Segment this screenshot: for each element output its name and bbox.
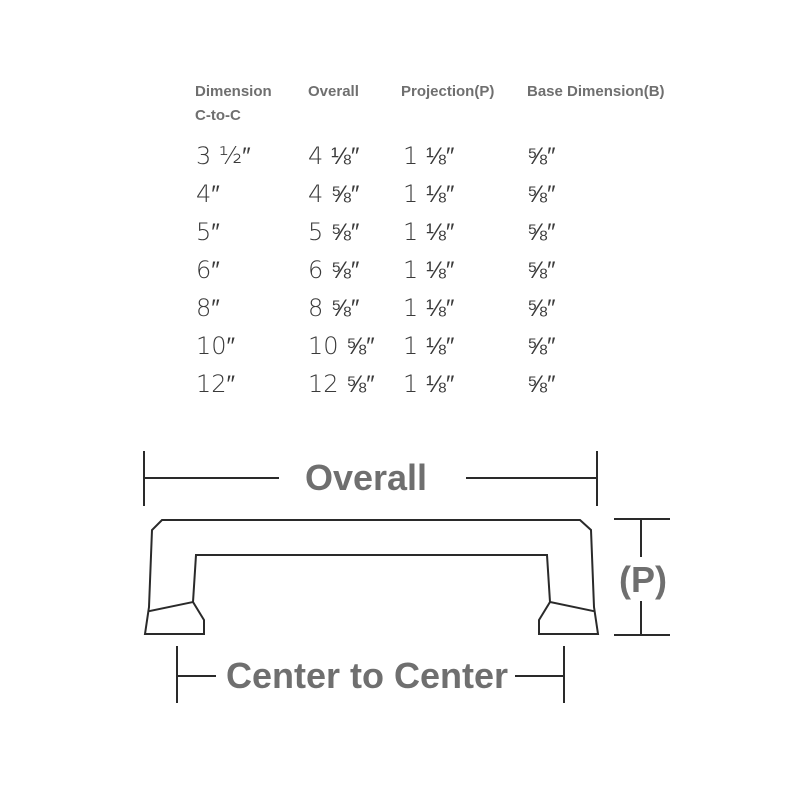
cell-overall: 4 ⅝″ [308,180,360,208]
cell-c-to-c: 12″ [196,370,236,398]
cell-base: ⅝″ [527,294,556,322]
cell-overall: 10 ⅝″ [308,332,375,360]
header-dimension: Dimension C-to-C [195,80,272,128]
cell-base: ⅝″ [527,332,556,360]
handle-right-bevel [548,600,595,613]
cell-c-to-c: 3 ½″ [196,142,251,170]
header-dimension-line1: Dimension [195,83,272,100]
handle-outline [143,519,600,635]
cell-base: ⅝″ [527,142,556,170]
header-base-dimension: Base Dimension(B) [527,80,665,104]
overall-label: Overall [305,457,427,498]
cell-overall: 5 ⅝″ [308,218,360,246]
center-to-center-label: Center to Center [226,655,508,696]
cell-c-to-c: 10″ [196,332,236,360]
cell-projection: 1 ⅛″ [403,142,455,170]
header-projection-label: Projection(P) [401,83,495,100]
cell-overall: 4 ⅛″ [308,142,360,170]
header-base-dimension-label: Base Dimension(B) [527,83,665,100]
header-overall: Overall [308,80,359,104]
header-dimension-line2: C-to-C [195,107,241,124]
cell-projection: 1 ⅛″ [403,294,455,322]
header-projection: Projection(P) [401,80,494,104]
cell-projection: 1 ⅛″ [403,332,455,360]
handle-left-bevel [148,600,195,613]
cell-projection: 1 ⅛″ [403,370,455,398]
cell-projection: 1 ⅛″ [403,180,455,208]
cell-projection: 1 ⅛″ [403,256,455,284]
cell-overall: 12 ⅝″ [308,370,375,398]
header-overall-label: Overall [308,83,359,100]
cell-projection: 1 ⅛″ [403,218,455,246]
cell-c-to-c: 6″ [196,256,220,284]
cell-c-to-c: 5″ [196,218,220,246]
cell-overall: 8 ⅝″ [308,294,360,322]
cell-overall: 6 ⅝″ [308,256,360,284]
cell-c-to-c: 4″ [196,180,220,208]
cell-base: ⅝″ [527,180,556,208]
projection-label: (P) [619,559,667,600]
cell-base: ⅝″ [527,218,556,246]
cell-base: ⅝″ [527,256,556,284]
cell-c-to-c: 8″ [196,294,220,322]
cell-base: ⅝″ [527,370,556,398]
